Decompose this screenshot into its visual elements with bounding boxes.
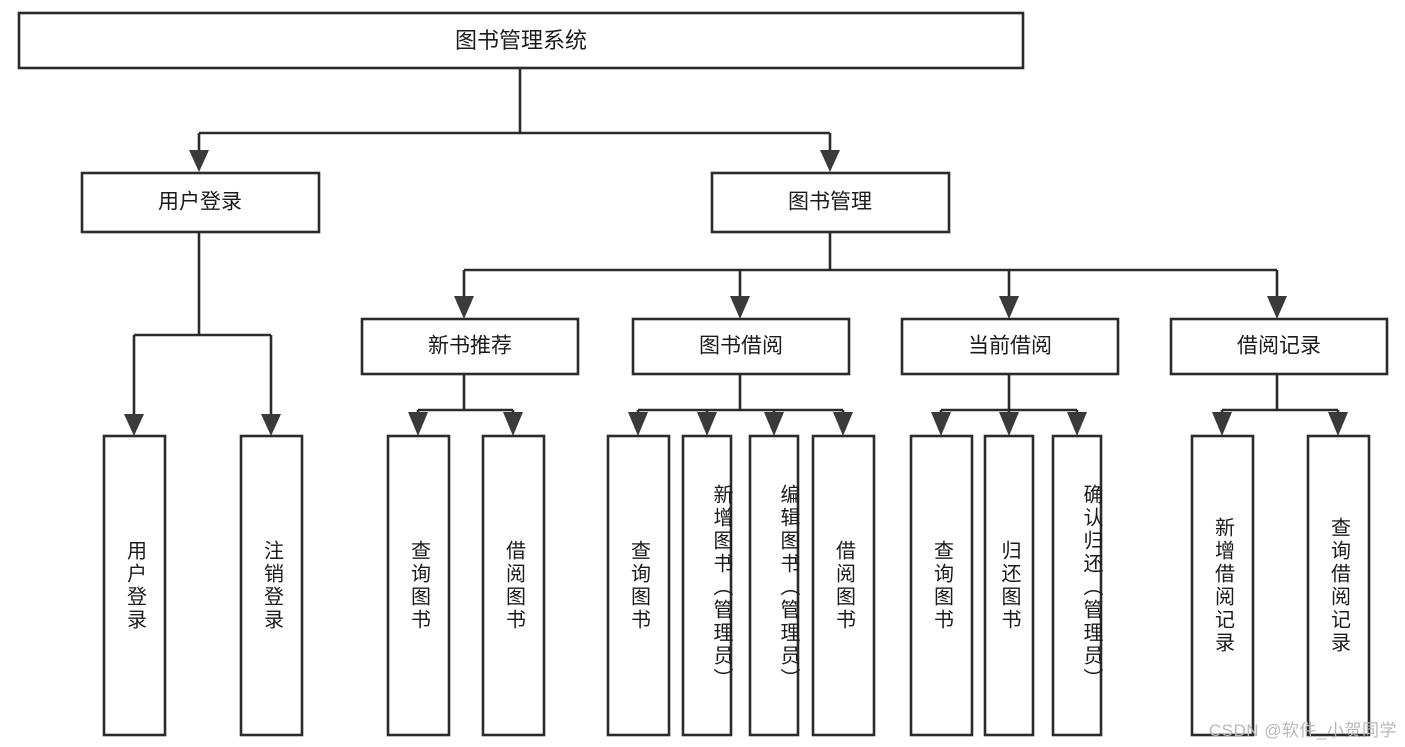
leaf-box-borrow-lend[interactable]	[811, 434, 876, 737]
leaf-box-borrow-add[interactable]	[681, 434, 733, 737]
node-book-management-box[interactable]	[710, 171, 951, 234]
arrowhead-current-leaf-3	[1067, 412, 1087, 436]
leaf-box-current-confirm[interactable]	[1051, 434, 1103, 737]
arrowhead-record-leaf-2	[1328, 412, 1348, 436]
node-new-book-recommend-label: 新书推荐	[428, 335, 512, 358]
node-new-book-recommend[interactable]: 新书推荐	[360, 317, 580, 376]
arrowhead-leaf-user-login	[124, 414, 144, 436]
leaf-box-borrow-query[interactable]	[606, 434, 671, 737]
node-user-login-label: 用户登录	[158, 191, 242, 214]
arrowhead-borrow-leaf-1	[628, 412, 648, 436]
arrowhead-newbook-leaf-2	[503, 412, 523, 436]
leaf-box-record-query[interactable]	[1306, 434, 1371, 737]
arrowhead-new-book-rec	[454, 296, 474, 319]
leaf-box-current-query[interactable]	[909, 434, 974, 737]
leaf-box-user-login[interactable]	[102, 434, 167, 737]
leaf-box-newbook-query[interactable]	[386, 434, 451, 737]
arrowhead-current-leaf-1	[931, 412, 951, 436]
arrowhead-book-borrow	[730, 296, 750, 319]
node-new-book-recommend-box[interactable]	[360, 317, 580, 376]
node-root-box[interactable]	[17, 11, 1025, 70]
connector-group	[124, 68, 1348, 436]
node-root[interactable]: 图书管理系统	[17, 11, 1025, 70]
arrowhead-borrow-record	[1267, 296, 1287, 319]
leaf-box-borrow-edit[interactable]	[748, 434, 800, 737]
arrowhead-user-login	[189, 150, 209, 172]
node-root-label: 图书管理系统	[455, 28, 587, 53]
node-book-borrow-box[interactable]	[631, 317, 851, 376]
node-current-borrow[interactable]: 当前借阅	[900, 317, 1120, 376]
leaf-box-record-add[interactable]	[1190, 434, 1255, 737]
node-borrow-record[interactable]: 借阅记录	[1169, 317, 1389, 376]
leaf-box-logout[interactable]	[239, 434, 304, 737]
arrowhead-newbook-leaf-1	[408, 412, 428, 436]
node-user-login[interactable]: 用户登录	[80, 171, 321, 234]
node-borrow-record-label: 借阅记录	[1237, 335, 1321, 358]
arrowhead-current-leaf-2	[999, 412, 1019, 436]
node-user-login-box[interactable]	[80, 171, 321, 234]
node-book-borrow[interactable]: 图书借阅	[631, 317, 851, 376]
node-current-borrow-box[interactable]	[900, 317, 1120, 376]
arrowhead-record-leaf-1	[1212, 412, 1232, 436]
arrowhead-borrow-leaf-4	[833, 412, 853, 436]
node-current-borrow-label: 当前借阅	[968, 335, 1052, 358]
arrowhead-book-mgmt	[820, 150, 840, 172]
csdn-watermark: CSDN @软件_小贺同学	[1208, 721, 1397, 740]
node-book-management-label: 图书管理	[788, 191, 872, 214]
leaf-box-current-return[interactable]	[983, 434, 1035, 737]
arrowhead-borrow-leaf-3	[764, 412, 784, 436]
node-book-borrow-label: 图书借阅	[699, 335, 783, 358]
node-borrow-record-box[interactable]	[1169, 317, 1389, 376]
leaf-box-newbook-borrow[interactable]	[481, 434, 546, 737]
arrowhead-borrow-leaf-2	[697, 412, 717, 436]
arrowhead-leaf-logout	[261, 414, 281, 436]
node-book-management[interactable]: 图书管理	[710, 171, 951, 234]
arrowhead-current-borrow	[999, 296, 1019, 319]
